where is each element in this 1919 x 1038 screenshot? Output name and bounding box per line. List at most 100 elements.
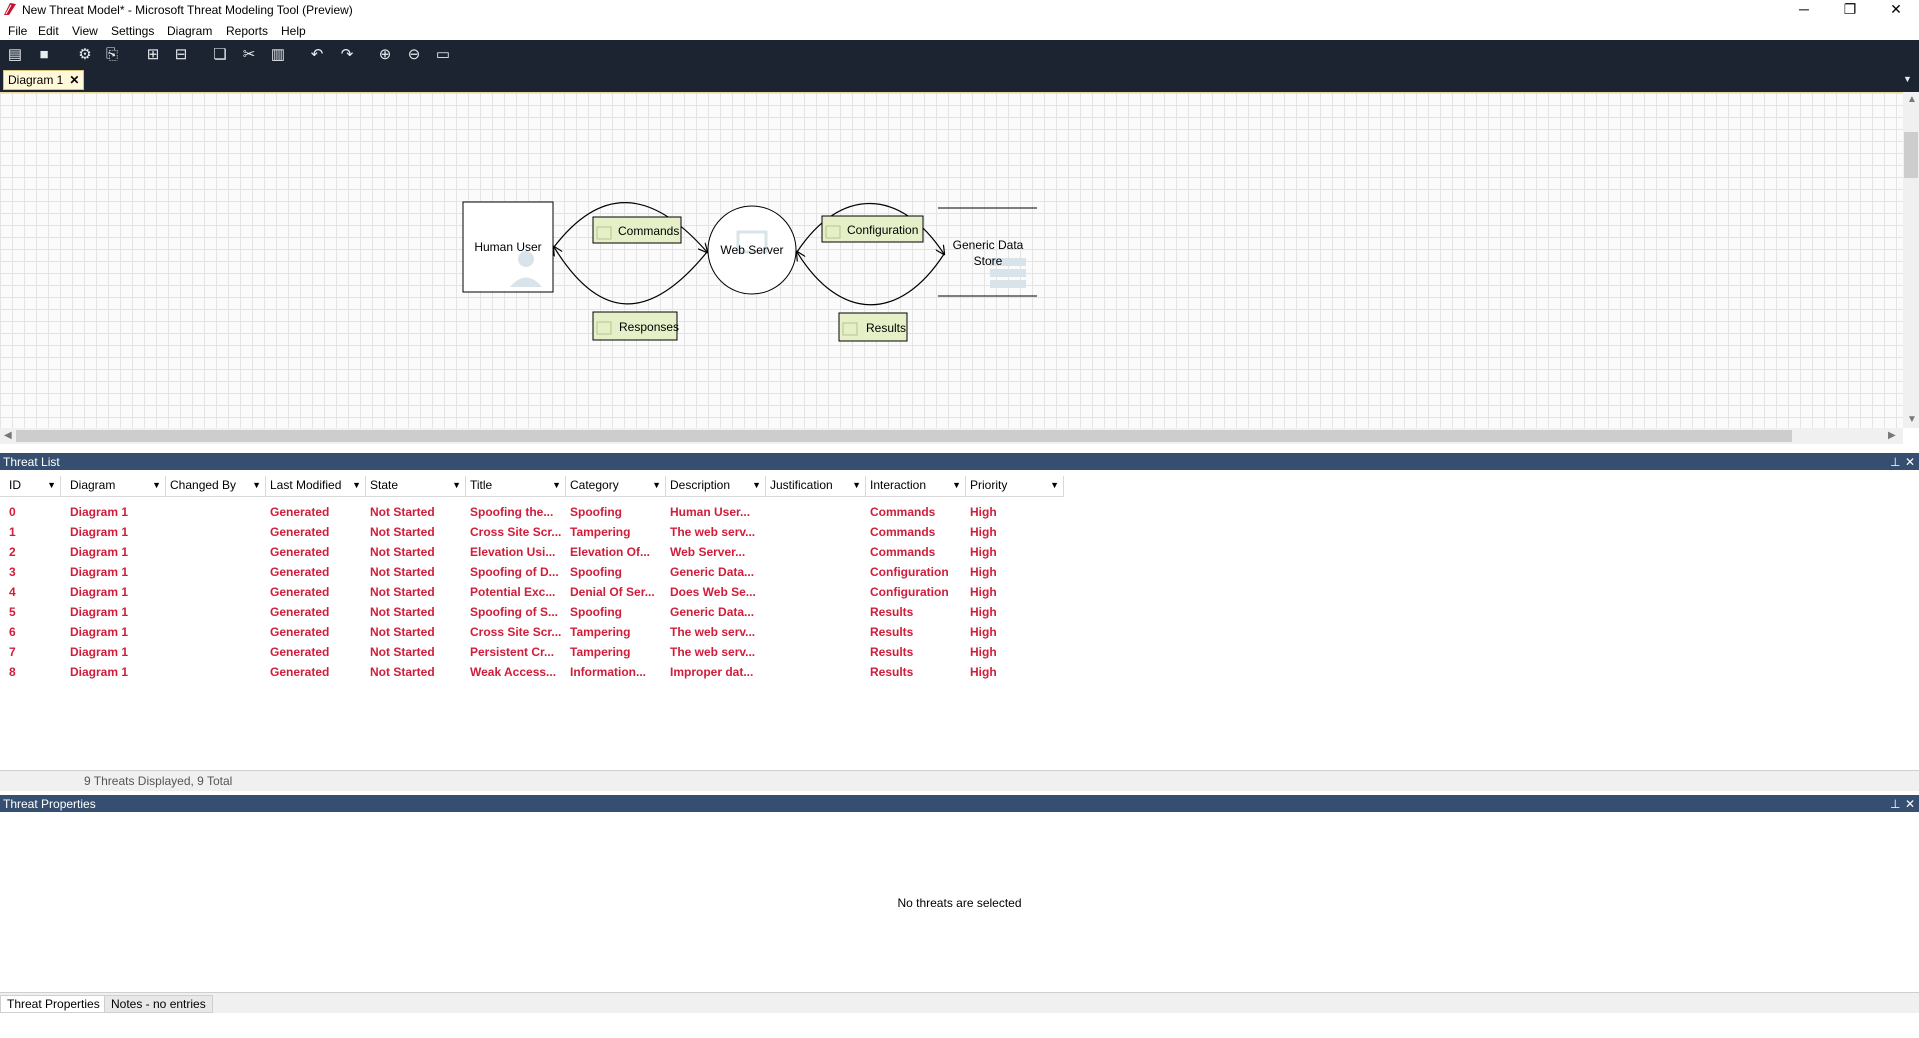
close-panel-icon[interactable]: ✕ xyxy=(1905,797,1916,811)
tab-notes[interactable]: Notes - no entries xyxy=(104,995,213,1013)
analysis-icon[interactable]: ⚙ xyxy=(78,46,92,63)
menu-edit[interactable]: Edit xyxy=(38,24,59,38)
column-header-label: Priority xyxy=(970,478,1008,492)
scroll-left-icon[interactable]: ◀ xyxy=(4,430,12,441)
redo-icon[interactable]: ↷ xyxy=(340,46,354,63)
flow-commands-line[interactable] xyxy=(553,202,707,252)
flow-configuration-line[interactable] xyxy=(796,203,944,254)
column-header-interaction[interactable]: Interaction▼ xyxy=(866,476,966,496)
cell-title: Persistent Cr... xyxy=(470,645,555,659)
canvas-horizontal-scrollbar[interactable]: ◀ ▶ xyxy=(0,428,1903,444)
column-header-id[interactable]: ID▼ xyxy=(5,476,61,496)
threat-count-text: 9 Threats Displayed, 9 Total xyxy=(84,774,233,788)
save-icon[interactable]: ■ xyxy=(39,46,49,63)
cell-title: Elevation Usi... xyxy=(470,545,556,559)
column-header-last-modified[interactable]: Last Modified▼ xyxy=(266,476,366,496)
close-tab-icon[interactable]: ✕ xyxy=(69,73,80,87)
column-header-justification[interactable]: Justification▼ xyxy=(766,476,866,496)
open-icon[interactable]: ▤ xyxy=(7,46,23,63)
cell-description: Web Server... xyxy=(670,545,746,559)
generic-data-store-node[interactable]: Generic Data Store xyxy=(938,207,1037,297)
filter-dropdown-icon[interactable]: ▼ xyxy=(452,480,461,490)
flow-results-line[interactable] xyxy=(797,252,945,306)
no-threats-message: No threats are selected xyxy=(897,896,1022,910)
menu-diagram[interactable]: Diagram xyxy=(167,24,213,38)
flow-label-results[interactable]: Results xyxy=(838,312,908,342)
filter-dropdown-icon[interactable]: ▼ xyxy=(252,480,261,490)
filter-dropdown-icon[interactable]: ▼ xyxy=(752,480,761,490)
copy-icon[interactable]: ❏ xyxy=(213,46,227,63)
vertical-scroll-thumb[interactable] xyxy=(1904,132,1918,178)
column-header-category[interactable]: Category▼ xyxy=(566,476,666,496)
flow-label-commands[interactable]: Commands xyxy=(592,216,682,244)
new-diagram-icon[interactable]: ⊞ xyxy=(146,46,160,63)
flow-label-configuration[interactable]: Configuration xyxy=(821,215,924,243)
close-window-button[interactable]: ✕ xyxy=(1890,1,1902,17)
cell-title: Cross Site Scr... xyxy=(470,625,562,639)
web-server-node[interactable]: Web Server xyxy=(707,205,797,295)
menu-settings[interactable]: Settings xyxy=(111,24,155,38)
minimize-button[interactable]: ─ xyxy=(1799,1,1809,17)
canvas-vertical-scrollbar[interactable]: ▲ ▼ xyxy=(1903,92,1919,428)
tab-dropdown-icon[interactable]: ▼ xyxy=(1903,74,1912,84)
cell-category: Tampering xyxy=(570,625,631,639)
cut-icon[interactable]: ✂ xyxy=(242,46,256,63)
report-icon[interactable]: ⎘ xyxy=(105,46,118,63)
column-header-changed-by[interactable]: Changed By▼ xyxy=(166,476,266,496)
new-page-icon[interactable]: ⊟ xyxy=(174,46,188,63)
diagram-canvas[interactable] xyxy=(0,92,1903,429)
filter-dropdown-icon[interactable]: ▼ xyxy=(152,480,161,490)
column-header-title[interactable]: Title▼ xyxy=(466,476,566,496)
cell-diagram: Diagram 1 xyxy=(70,585,129,599)
menu-help[interactable]: Help xyxy=(281,24,306,38)
scroll-up-icon[interactable]: ▲ xyxy=(1907,94,1917,105)
threat-properties-panel: No threats are selected xyxy=(0,812,1919,992)
cell-description: The web serv... xyxy=(670,525,756,539)
zoom-in-icon[interactable]: ⊕ xyxy=(378,46,392,63)
paste-icon[interactable]: ▥ xyxy=(270,46,286,63)
filter-dropdown-icon[interactable]: ▼ xyxy=(952,480,961,490)
close-panel-icon[interactable]: ✕ xyxy=(1905,455,1916,469)
horizontal-scroll-thumb[interactable] xyxy=(16,430,1792,442)
pin-icon[interactable]: ⊥ xyxy=(1890,455,1901,469)
filter-dropdown-icon[interactable]: ▼ xyxy=(652,480,661,490)
cell-description: Generic Data... xyxy=(670,605,755,619)
comment-icon[interactable]: ▭ xyxy=(435,46,451,63)
flow-responses-line[interactable] xyxy=(554,247,708,305)
filter-dropdown-icon[interactable]: ▼ xyxy=(552,480,561,490)
filter-dropdown-icon[interactable]: ▼ xyxy=(47,480,56,490)
cell-description: Generic Data... xyxy=(670,565,755,579)
zoom-out-icon[interactable]: ⊖ xyxy=(407,46,421,63)
restore-button[interactable]: ❐ xyxy=(1843,1,1857,17)
scroll-down-icon[interactable]: ▼ xyxy=(1907,414,1917,425)
column-header-state[interactable]: State▼ xyxy=(366,476,466,496)
scroll-right-icon[interactable]: ▶ xyxy=(1888,430,1896,441)
cell-last-modified: Generated xyxy=(270,625,330,639)
undo-icon[interactable]: ↶ xyxy=(310,46,324,63)
pin-icon[interactable]: ⊥ xyxy=(1890,797,1901,811)
cell-diagram: Diagram 1 xyxy=(70,505,129,519)
column-header-priority[interactable]: Priority ▼ xyxy=(966,476,1064,496)
column-header-diagram[interactable]: Diagram▼ xyxy=(66,476,166,496)
filter-dropdown-icon[interactable]: ▼ xyxy=(1050,480,1059,490)
menu-reports[interactable]: Reports xyxy=(226,24,269,38)
menu-view[interactable]: View xyxy=(72,24,98,38)
column-header-description[interactable]: Description▼ xyxy=(666,476,766,496)
human-user-node[interactable]: Human User xyxy=(462,201,554,293)
tab-threat-properties[interactable]: Threat Properties xyxy=(0,995,107,1013)
cell-state: Not Started xyxy=(370,525,435,539)
menu-file[interactable]: File xyxy=(8,24,28,38)
filter-dropdown-icon[interactable]: ▼ xyxy=(852,480,861,490)
filter-dropdown-icon[interactable]: ▼ xyxy=(352,480,361,490)
tab-diagram-1[interactable]: Diagram 1✕ xyxy=(3,70,85,90)
flow-label-responses[interactable]: Responses xyxy=(592,311,679,341)
